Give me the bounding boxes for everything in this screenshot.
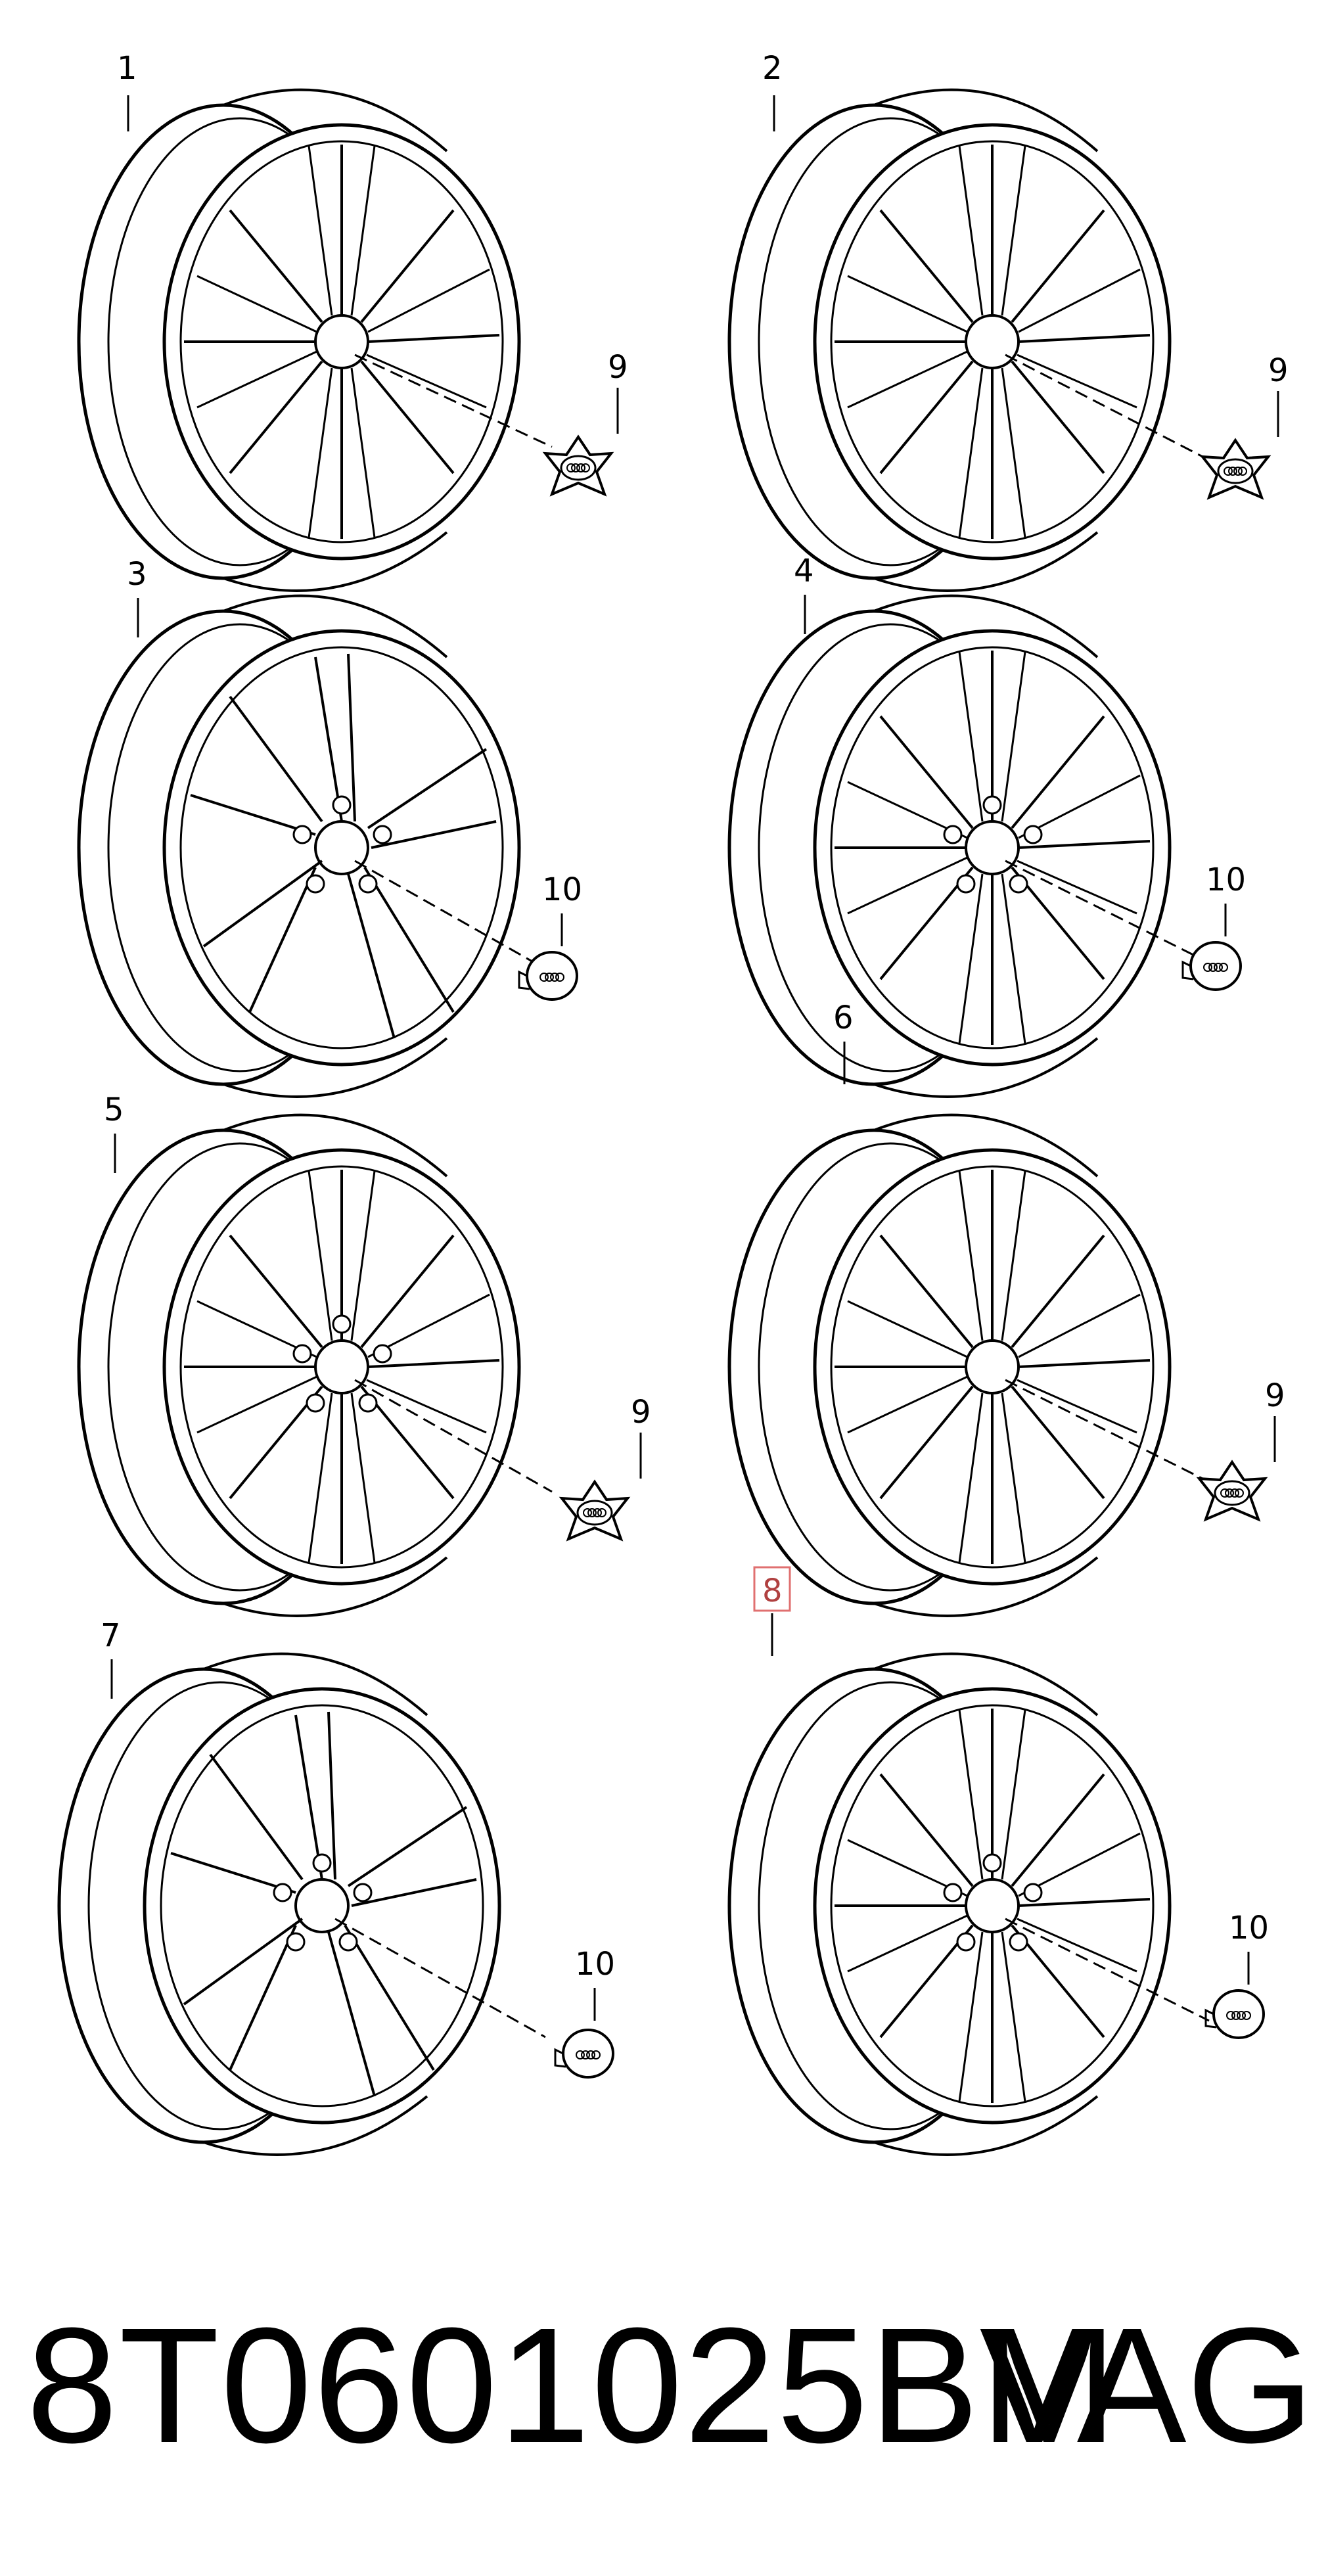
callout-10a: 10 (542, 871, 582, 908)
star-cap-9 (1198, 1461, 1266, 1521)
wheel-1 (79, 90, 553, 591)
wheel-4 (729, 596, 1210, 1097)
callout-10b: 10 (1206, 862, 1246, 898)
brand-name: VAG (979, 2293, 1314, 2477)
callout-1: 1 (117, 50, 137, 87)
star-cap-9 (561, 1481, 629, 1540)
footer: 8T0601025BM VAG (26, 2300, 1314, 2471)
wheel-3 (79, 596, 553, 1097)
callout-2: 2 (762, 50, 783, 87)
callout-9b: 9 (1268, 352, 1289, 389)
callout-4: 4 (794, 553, 814, 589)
wheel-8 (729, 1654, 1210, 2155)
callout-9c: 9 (631, 1394, 651, 1431)
callout-8: 8 (762, 1573, 783, 1609)
callout-9a: 9 (608, 349, 628, 386)
callout-10c: 10 (575, 1946, 615, 1983)
callout-9d: 9 (1265, 1377, 1285, 1414)
callout-10d: 10 (1229, 1910, 1269, 1946)
round-cap-10 (1181, 941, 1242, 991)
wheel-2 (729, 90, 1210, 591)
wheel-5 (79, 1115, 553, 1616)
star-cap-9 (1201, 439, 1270, 499)
star-cap-9 (544, 436, 612, 495)
round-cap-10 (554, 2029, 614, 2079)
wheel-6 (729, 1115, 1216, 1616)
callout-3: 3 (127, 556, 147, 593)
round-cap-10 (1204, 1989, 1265, 2039)
callout-5: 5 (104, 1092, 124, 1128)
callout-6: 6 (833, 1000, 854, 1036)
callout-8-highlight-box (753, 1566, 791, 1612)
part-number: 8T0601025BM (26, 2293, 1119, 2477)
wheel-7 (59, 1654, 546, 2155)
callout-7: 7 (101, 1617, 121, 1654)
